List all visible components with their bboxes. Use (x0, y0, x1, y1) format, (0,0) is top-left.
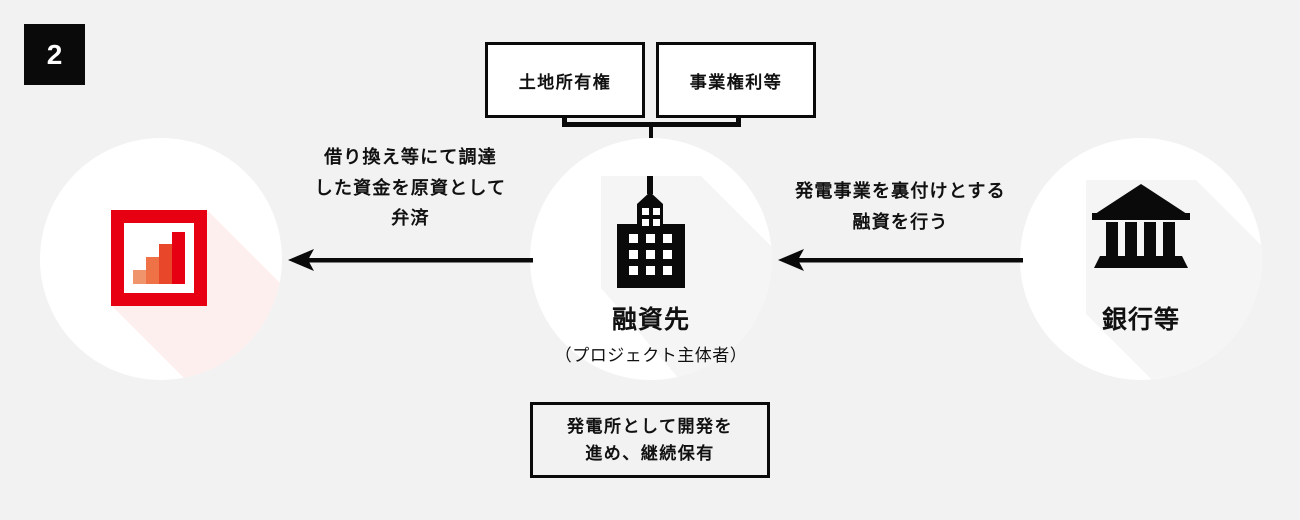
tag-box-land-ownership: 土地所有権 (485, 42, 645, 118)
bottom-note-line-2: 進め、継続保有 (585, 444, 715, 463)
arrow-caption-right-line-1: 発電事業を裏付けとする (795, 181, 1006, 201)
arrow-caption-right: 発電事業を裏付けとする 融資を行う (768, 176, 1033, 237)
bar-chart-bars (124, 223, 194, 293)
tag-box-business-rights-label: 事業権利等 (689, 72, 783, 92)
node-circle-left (40, 138, 282, 380)
arrow-caption-right-line-2: 融資を行う (852, 211, 949, 232)
tag-box-business-rights: 事業権利等 (656, 42, 816, 118)
step-number-badge: 2 (24, 24, 85, 85)
arrow-caption-left-line-1: 借り換え等にて調達 (324, 147, 497, 167)
bar-chart-bar-4 (172, 232, 185, 284)
node-label-middle-main: 融資先 (611, 306, 690, 334)
bar-chart-bar-3 (159, 244, 172, 284)
arrow-repayment-to-left (288, 249, 533, 271)
node-circle-right (1020, 138, 1262, 380)
bar-chart-bar-1 (133, 270, 146, 284)
bank-icon (1092, 184, 1190, 268)
node-label-middle: 融資先 （プロジェクト主体者） (501, 305, 801, 366)
step-number-text: 2 (46, 38, 63, 70)
bottom-note-line-1: 発電所として開発を (567, 416, 733, 436)
arrow-caption-left: 借り換え等にて調達 した資金を原資として 弁済 (278, 142, 543, 234)
tag-box-land-ownership-label: 土地所有権 (518, 72, 612, 92)
bottom-note-box: 発電所として開発を 進め、継続保有 (530, 402, 770, 478)
node-label-right: 銀行等 (991, 305, 1291, 335)
bar-chart-icon (111, 210, 207, 306)
bracket-center-stem (649, 122, 653, 144)
bracket-right-stub (736, 115, 741, 127)
bar-chart-bar-2 (146, 257, 159, 284)
bracket-left-stub (562, 115, 567, 127)
node-label-right-main: 銀行等 (1101, 306, 1180, 334)
arrow-loan-to-left (778, 249, 1023, 271)
office-building-icon (617, 176, 685, 288)
arrow-caption-left-line-2: した資金を原資として (314, 177, 507, 198)
arrow-caption-left-line-3: 弁済 (391, 208, 430, 229)
node-label-middle-sub: （プロジェクト主体者） (554, 346, 748, 365)
